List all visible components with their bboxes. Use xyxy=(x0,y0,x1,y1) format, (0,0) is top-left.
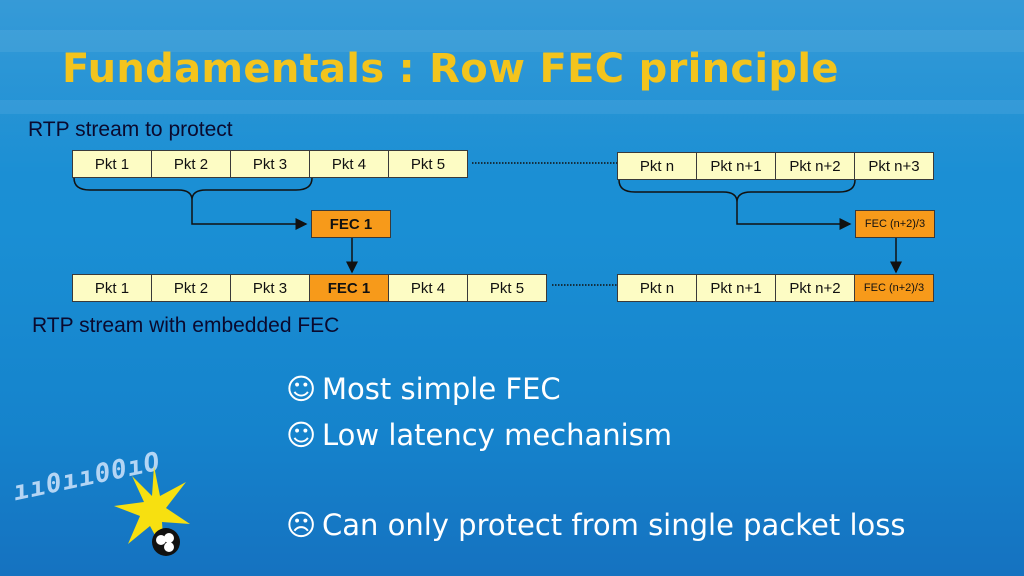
fec-box-left: FEC 1 xyxy=(311,210,391,238)
top-stream-label: RTP stream to protect xyxy=(28,118,233,141)
bullet-item: ☺Low latency mechanism xyxy=(286,418,672,452)
background-strip xyxy=(0,30,1024,52)
packet-cell: Pkt 1 xyxy=(72,274,152,302)
group-brace xyxy=(618,179,856,203)
packet-cell: Pkt n xyxy=(617,152,697,180)
fec-packet: FEC 1 xyxy=(309,274,389,302)
fec-packet: FEC 1 xyxy=(311,210,391,238)
bottom-stream-label: RTP stream with embedded FEC xyxy=(32,314,340,337)
packet-cell: Pkt 3 xyxy=(230,274,310,302)
bottom-row-left: Pkt 1 Pkt 2 Pkt 3 FEC 1 Pkt 4 Pkt 5 xyxy=(72,274,547,302)
packet-cell: Pkt 4 xyxy=(388,274,468,302)
packet-cell: Pkt 5 xyxy=(467,274,547,302)
packet-cell: Pkt 5 xyxy=(388,150,468,178)
smiley-icon: ☺ xyxy=(286,372,317,406)
bullet-item: ☺Most simple FEC xyxy=(286,372,561,406)
slide-title: Fundamentals : Row FEC principle xyxy=(62,46,839,92)
bullet-text: Most simple FEC xyxy=(322,372,561,406)
to-fec-arrow xyxy=(191,200,308,230)
bottom-row-right: Pkt n Pkt n+1 Pkt n+2 FEC (n+2)/3 xyxy=(617,274,934,302)
top-row-right: Pkt n Pkt n+1 Pkt n+2 Pkt n+3 xyxy=(617,152,934,180)
packet-cell: Pkt 2 xyxy=(151,150,231,178)
packet-cell: Pkt 3 xyxy=(230,150,310,178)
to-fec-arrow xyxy=(736,202,852,230)
frown-icon: ☹ xyxy=(286,508,317,542)
pbs-logo-icon xyxy=(114,466,190,556)
bullet-text: Low latency mechanism xyxy=(322,418,673,452)
group-brace xyxy=(73,177,313,201)
packet-cell: Pkt n+2 xyxy=(775,152,855,180)
packet-cell: Pkt 4 xyxy=(309,150,389,178)
fec-box-right: FEC (n+2)/3 xyxy=(855,210,935,238)
fec-packet: FEC (n+2)/3 xyxy=(855,210,935,238)
packet-cell: Pkt n xyxy=(617,274,697,302)
background-strip xyxy=(0,100,1024,114)
background-band xyxy=(0,0,1024,175)
bullet-text: Can only protect from single packet loss xyxy=(322,508,906,542)
packet-cell: Pkt n+3 xyxy=(854,152,934,180)
packet-cell: Pkt 2 xyxy=(151,274,231,302)
smiley-icon: ☺ xyxy=(286,418,317,452)
fec-packet: FEC (n+2)/3 xyxy=(854,274,934,302)
bullet-item: ☹Can only protect from single packet los… xyxy=(286,508,905,542)
packet-cell: Pkt n+2 xyxy=(775,274,855,302)
packet-cell: Pkt 1 xyxy=(72,150,152,178)
top-row-left: Pkt 1 Pkt 2 Pkt 3 Pkt 4 Pkt 5 xyxy=(72,150,468,178)
